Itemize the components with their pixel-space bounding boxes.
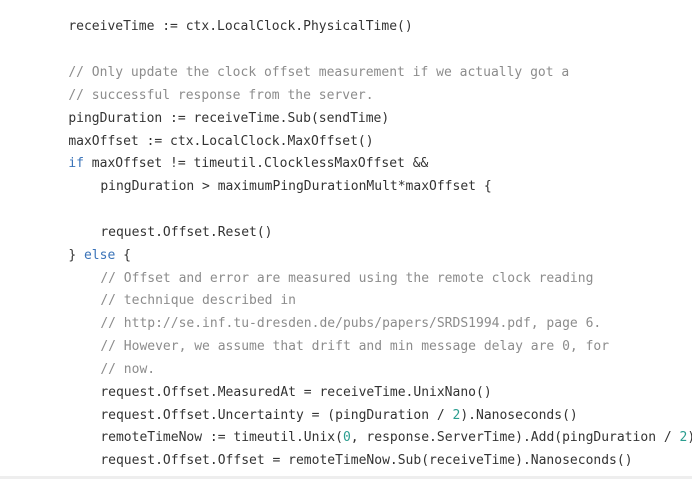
code-comment: // successful response from the server. — [68, 88, 374, 103]
code-text: pingDuration > maximumPingDurationMult*m… — [100, 179, 492, 194]
code-number: 0 — [342, 430, 351, 445]
code-text: , response.ServerTime).Add(pingDuration … — [350, 430, 680, 445]
code-line-21: } — [37, 454, 76, 474]
code-line-5: pingDuration := receiveTime.Sub(sendTime… — [37, 89, 389, 126]
code-line-8: pingDuration > maximumPingDurationMult*m… — [37, 157, 491, 194]
code-line-10: request.Offset.Reset() — [37, 203, 272, 240]
code-comment: // However, we assume that drift and min… — [100, 339, 610, 354]
code-text: ).Nanoseconds() — [460, 408, 578, 423]
code-comment: // technique described in — [100, 293, 296, 308]
code-text: remoteTimeNow := timeutil.Unix( — [100, 430, 343, 445]
code-line-3: // Only update the clock offset measurem… — [37, 43, 569, 80]
code-line-13: // technique described in — [37, 271, 296, 308]
code-text: ) — [687, 430, 692, 445]
code-line-4: // successful response from the server. — [37, 66, 373, 103]
code-text: } — [68, 248, 84, 263]
code-line-12: // Offset and error are measured using t… — [37, 249, 593, 286]
code-text: maxOffset := ctx.LocalClock.MaxOffset() — [68, 134, 374, 149]
code-line-1: receiveTime := ctx.LocalClock.PhysicalTi… — [37, 0, 412, 34]
code-line-20: request.Offset.Offset = remoteTimeNow.Su… — [37, 431, 632, 468]
bottom-divider — [0, 476, 692, 479]
code-line-16: // now. — [37, 340, 155, 377]
code-line-17: request.Offset.MeasuredAt = receiveTime.… — [37, 363, 491, 400]
code-text: request.Offset.MeasuredAt = receiveTime.… — [100, 385, 492, 400]
code-keyword: else — [83, 248, 116, 263]
code-text: pingDuration := receiveTime.Sub(sendTime… — [68, 111, 390, 126]
code-text: request.Offset.Offset = remoteTimeNow.Su… — [100, 453, 633, 468]
code-number: 2 — [679, 430, 688, 445]
code-comment: // Offset and error are measured using t… — [100, 271, 594, 286]
code-line-11: } else { — [37, 226, 131, 263]
code-number: 2 — [452, 408, 461, 423]
code-comment: // Only update the clock offset measurem… — [68, 65, 570, 80]
code-line-18: request.Offset.Uncertainty = (pingDurati… — [37, 386, 577, 423]
code-line-15: // However, we assume that drift and min… — [37, 317, 609, 354]
code-line-14: // http://se.inf.tu-dresden.de/pubs/pape… — [37, 294, 601, 331]
code-keyword: if — [68, 156, 84, 171]
code-line-19: remoteTimeNow := timeutil.Unix(0, respon… — [37, 408, 692, 445]
code-comment: // now. — [100, 362, 156, 377]
code-line-6: maxOffset := ctx.LocalClock.MaxOffset() — [37, 112, 373, 149]
code-text: { — [115, 248, 131, 263]
code-line-7: if maxOffset != timeutil.ClocklessMaxOff… — [37, 134, 428, 171]
code-comment: // http://se.inf.tu-dresden.de/pubs/pape… — [100, 316, 602, 331]
code-text: request.Offset.Uncertainty = (pingDurati… — [100, 408, 453, 423]
code-text: receiveTime := ctx.LocalClock.PhysicalTi… — [68, 19, 413, 34]
code-text: maxOffset != timeutil.ClocklessMaxOffset… — [83, 156, 429, 171]
code-text: request.Offset.Reset() — [100, 225, 273, 240]
